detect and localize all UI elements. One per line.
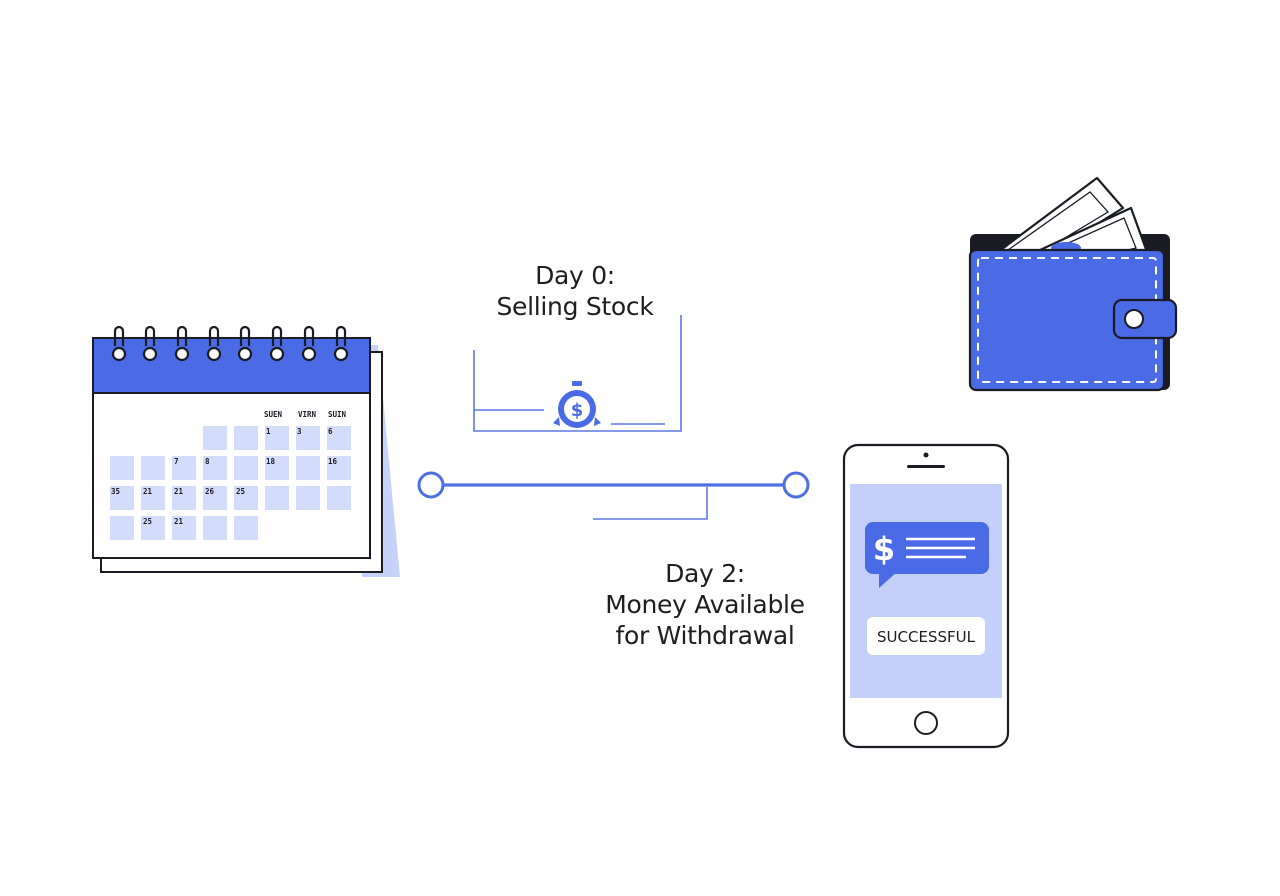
calendar-day-number: 26 — [205, 487, 215, 496]
calendar-ring — [269, 325, 285, 362]
phone-speaker — [907, 465, 945, 468]
calendar-ring — [237, 325, 253, 362]
message-bubble: $ — [865, 522, 989, 588]
day2-title: Day 2: — [665, 559, 745, 588]
status-text: SUCCESSFUL — [877, 628, 976, 646]
calendar-cell — [234, 486, 258, 510]
calendar-cell — [327, 486, 351, 510]
calendar-cell — [110, 516, 134, 540]
calendar-day-number: 18 — [266, 457, 276, 466]
calendar-cell — [265, 456, 289, 480]
timeline-end-node — [782, 471, 810, 499]
calendar-cell — [234, 456, 258, 480]
calendar-cell — [141, 456, 165, 480]
phone-camera — [923, 452, 929, 458]
status-badge — [867, 617, 985, 655]
phone-screen — [850, 484, 1002, 698]
calendar-cell — [327, 426, 351, 450]
calendar-ring — [142, 325, 158, 362]
calendar-header-cell: SUEN — [264, 410, 283, 419]
calendar-ring — [301, 325, 317, 362]
calendar-header-cell: SUIN — [328, 410, 347, 419]
calendar-cell — [234, 516, 258, 540]
calendar-day-number: 1 — [266, 427, 271, 436]
calendar-day-number: 3 — [297, 427, 302, 436]
calendar-cell — [172, 516, 196, 540]
calendar-ring — [333, 325, 349, 362]
calendar-day-number: 21 — [174, 487, 184, 496]
calendar-ring — [174, 325, 190, 362]
calendar-header-cell: VIRN — [298, 410, 317, 419]
calendar-grid — [110, 426, 351, 540]
calendar-header-band — [92, 337, 371, 394]
wallet-clasp — [1112, 298, 1178, 340]
coin-inner — [564, 396, 590, 422]
coin-dollar-sign: $ — [571, 400, 584, 421]
phone-home-button — [914, 711, 938, 735]
coin-foot-left — [553, 417, 560, 426]
calendar-cell — [296, 426, 320, 450]
calendar-cell — [327, 456, 351, 480]
message-text-lines — [906, 537, 975, 559]
calendar-day-number: 35 — [111, 487, 120, 496]
calendar-cell — [203, 486, 227, 510]
day2-label: Day 2: Money Available for Withdrawal — [580, 558, 830, 651]
day0-title: Day 0: — [535, 261, 615, 290]
calendar-day-number: 21 — [143, 487, 153, 496]
calendar-cell — [203, 426, 227, 450]
wallet-stitching — [977, 257, 1157, 383]
calendar-cell — [141, 516, 165, 540]
calendar-ring — [206, 325, 222, 362]
calendar-day-number: 7 — [174, 457, 179, 466]
message-bubble-tail — [879, 572, 897, 588]
calendar-day-number: 25 — [143, 517, 152, 526]
calendar-day-number: 8 — [205, 457, 210, 466]
calendar-cell — [110, 456, 134, 480]
calendar-cell — [265, 486, 289, 510]
calendar-cell — [234, 426, 258, 450]
timeline-start-node — [417, 471, 445, 499]
day0-subtitle: Selling Stock — [496, 292, 654, 321]
calendar-day-number: 21 — [174, 517, 184, 526]
calendar-labels: SUEN VIRN SUIN 1 3 6 7 8 18 16 35 21 21 … — [111, 410, 347, 526]
calendar-day-number: 6 — [328, 427, 333, 436]
calendar-cell — [203, 516, 227, 540]
calendar-cell — [296, 486, 320, 510]
calendar-cell — [203, 456, 227, 480]
coin-timer-top — [572, 381, 582, 386]
coin-timer-icon: $ — [553, 381, 601, 428]
timeline — [417, 471, 810, 520]
coin-foot-right — [594, 417, 601, 426]
calendar-day-number: 25 — [236, 487, 245, 496]
wallet-icon — [968, 176, 1178, 392]
calendar-cell — [296, 456, 320, 480]
calendar-cell — [110, 486, 134, 510]
day0-marker: $ — [473, 315, 682, 432]
calendar-ring — [111, 325, 127, 362]
calendar-icon: SUEN VIRN SUIN 1 3 6 7 8 18 16 35 21 21 … — [92, 325, 400, 577]
phone-icon: $ SUCCESSFUL — [842, 443, 1010, 749]
calendar-rings — [111, 325, 349, 362]
calendar-cell — [141, 486, 165, 510]
calendar-cell — [172, 456, 196, 480]
calendar-day-number: 16 — [328, 457, 338, 466]
day2-subtitle-line1: Money Available — [605, 590, 805, 619]
calendar-cell — [172, 486, 196, 510]
day2-connector — [593, 487, 708, 520]
day2-subtitle-line2: for Withdrawal — [615, 621, 795, 650]
calendar-cell — [265, 426, 289, 450]
wallet-clasp-button — [1124, 309, 1144, 329]
day0-label: Day 0: Selling Stock — [450, 260, 700, 322]
day0-bracket — [473, 315, 682, 432]
message-dollar-icon: $ — [873, 530, 895, 568]
